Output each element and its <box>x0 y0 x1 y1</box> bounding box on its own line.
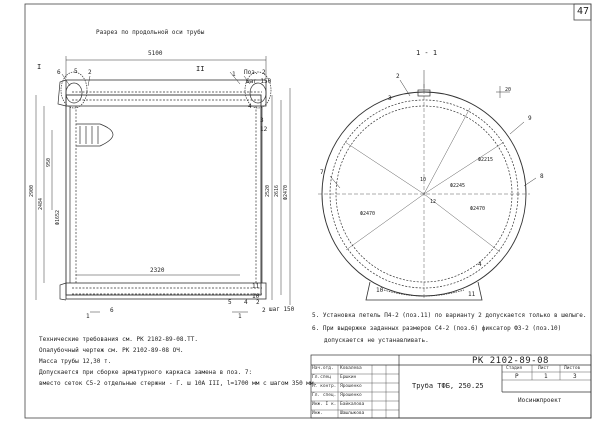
section-callout-7: 7 <box>320 169 324 176</box>
dim-top-length: 5100 <box>148 50 163 57</box>
person-6: Шашлыкова <box>340 411 365 416</box>
section-callout-2: 2 <box>396 73 400 80</box>
callout-12: 12 <box>260 126 268 133</box>
section-title: 1 - 1 <box>416 49 438 57</box>
person-5: Байкалова <box>340 402 365 407</box>
page-number-box <box>573 3 592 21</box>
tech-line-2: Опалубочный чертеж см. РК 2102-89-08 ОЧ. <box>39 347 184 354</box>
dim-right-b: 2616 <box>274 185 280 198</box>
dim-twelve: 12 <box>430 199 437 205</box>
note-5: 5. Установка петель П4-2 (поз.11) по вар… <box>312 312 587 319</box>
bottom-callout-6: 6 <box>110 307 114 314</box>
dim-left-inner: 2484 <box>38 198 44 211</box>
longitudinal-section-title: Разрез по продольной оси трубы <box>96 29 205 36</box>
callout-5: 5 <box>74 68 78 75</box>
tech-line-3: Масса трубы 12,30 т. <box>39 358 112 365</box>
callout-1: 1 <box>232 71 236 78</box>
section-callout-10: 10 <box>376 287 384 294</box>
dim-d-left: Ф2470 <box>360 211 376 217</box>
dim-bottom-length: 2320 <box>150 267 165 274</box>
sheet-value: 1 <box>544 373 548 380</box>
section-callout-4: 4 <box>478 261 482 268</box>
page-number: 47 <box>577 6 590 17</box>
step-bottom: шаг 150 <box>269 306 295 313</box>
stage-header: Стадия <box>506 366 523 371</box>
dim-left-phi: Ф1652 <box>55 210 61 226</box>
person-1: Ковалева <box>340 366 362 371</box>
role-2: Гл.спец <box>312 375 331 380</box>
dim-r1: Ф2215 <box>478 157 494 163</box>
bottom-callout-4: 4 <box>244 299 248 306</box>
note-6a: 6. При выдержке заданных размеров С4-2 (… <box>312 325 562 332</box>
role-4: Гл. спец. <box>312 393 337 398</box>
institute-name: Иосинжпроект <box>518 397 562 404</box>
sheet-code: РК 2102-89-08 <box>472 356 549 366</box>
dim-right-c: Ф2470 <box>283 185 289 201</box>
person-2: Ершкин <box>340 375 357 380</box>
title-block <box>310 354 592 419</box>
note-6b: допускается не устанавливать. <box>324 337 429 344</box>
stage-value: Р <box>515 373 519 380</box>
dim-left-overall: 2900 <box>29 185 35 198</box>
person-4: Ярошенко <box>340 393 362 398</box>
dim-cap: 20 <box>505 87 512 93</box>
dim-right-a: 2520 <box>265 185 271 198</box>
dim-r2: Ф2245 <box>450 183 466 189</box>
callout-11: 11 <box>252 283 260 290</box>
tech-line-5: вместо сеток С5-2 отдельные стержни - Г.… <box>39 380 318 387</box>
poz2-label: Поз. 2 <box>244 69 266 76</box>
tech-line-4: Допускается при сборке арматурного карка… <box>39 369 253 376</box>
role-1: Нач.отд. <box>312 366 334 371</box>
longitudinal-section <box>35 56 291 313</box>
sheet-header: Лист <box>538 366 549 371</box>
callout-2: 2 <box>88 69 92 76</box>
dim-d-outer: Ф2470 <box>470 206 486 212</box>
sheets-header: Листов <box>564 366 581 371</box>
marker-II: II <box>196 65 205 73</box>
role-3: Н. контр. <box>312 384 337 389</box>
bottom-callout-1b: 1 <box>238 313 242 320</box>
dim-ang: 10 <box>420 177 427 183</box>
section-callout-8: 8 <box>540 173 544 180</box>
section-callout-3: 3 <box>388 95 392 102</box>
callout-4: 4 <box>248 103 252 110</box>
callout-3: 3 <box>260 117 264 124</box>
dim-left-mid: 950 <box>46 158 52 168</box>
section-callout-11: 11 <box>468 291 476 298</box>
circular-section <box>318 70 537 301</box>
callout-6: 6 <box>57 69 61 76</box>
callout-10: 10 <box>252 293 260 300</box>
bottom-callout-1: 1 <box>86 313 90 320</box>
bottom-callout-5: 5 <box>228 299 232 306</box>
step-top: шаг 150 <box>246 78 272 85</box>
person-3: Ярошенко <box>340 384 362 389</box>
role-6: Инж. <box>312 411 323 416</box>
marker-I: I <box>37 63 42 71</box>
bottom-callout-2: 2 <box>256 299 260 306</box>
sheet-frame <box>24 3 592 419</box>
callout-2b: 2 <box>262 307 266 314</box>
section-callout-9: 9 <box>528 115 532 122</box>
tech-line-1: Технические требования см. РК 2102-89-08… <box>39 336 198 343</box>
role-5: Инж. I к. <box>312 402 337 407</box>
sheets-value: 3 <box>573 373 577 380</box>
pipe-name: Труба ТФБ, 250.25 <box>412 382 484 390</box>
